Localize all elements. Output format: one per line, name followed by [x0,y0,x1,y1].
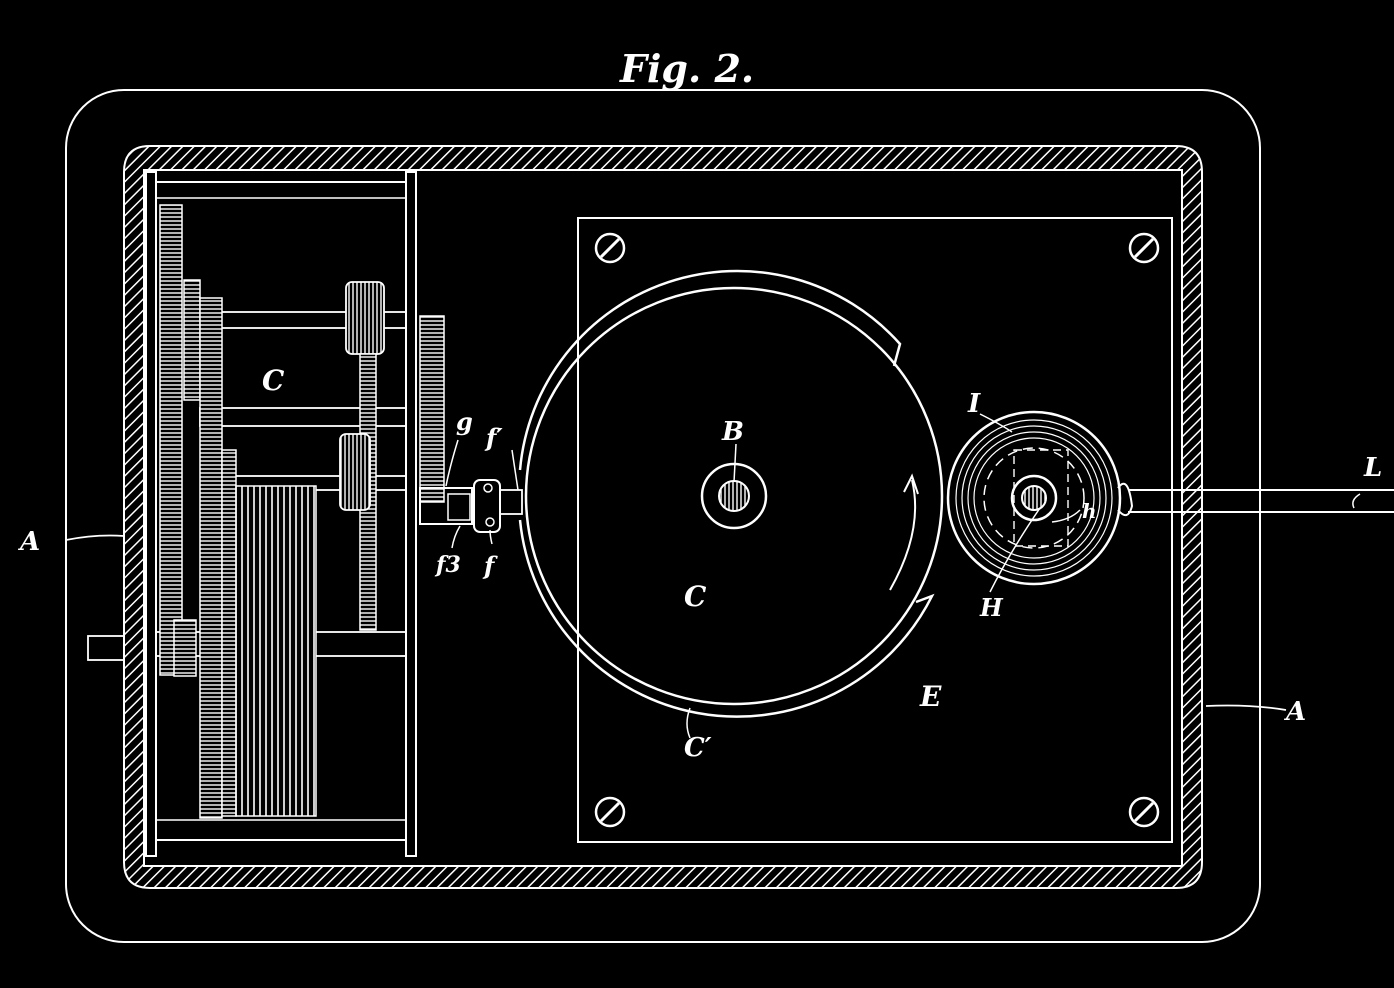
coupling [419,479,523,533]
label-f-prime: f′ [484,423,503,452]
gear-train [87,171,445,857]
figure-title: Fig. 2. [619,46,754,91]
leader-lines [65,413,1361,739]
outer-case [65,89,1261,943]
disk-C [518,269,944,718]
label-A-right: A [1283,697,1306,727]
roller-I [946,410,1394,586]
label-C-disk: C [684,580,707,613]
label-B: B [721,417,744,447]
screw-top-right [1128,232,1160,264]
label-g: g [456,407,473,436]
screw-top-left [594,232,626,264]
label-C-prime: C′ [684,733,712,763]
plate-E [577,217,1173,843]
label-H: H [979,593,1004,622]
label-f: f [482,551,498,580]
label-f3: f3 [434,552,461,578]
screw-bottom-left [594,796,626,828]
screw-bottom-right [1128,796,1160,828]
label-h: h [1082,499,1097,523]
label-I: I [967,389,981,419]
label-A-left: A [17,527,40,557]
label-E: E [919,680,942,713]
label-C-gear: C [262,364,285,397]
label-L: L [1363,453,1382,483]
